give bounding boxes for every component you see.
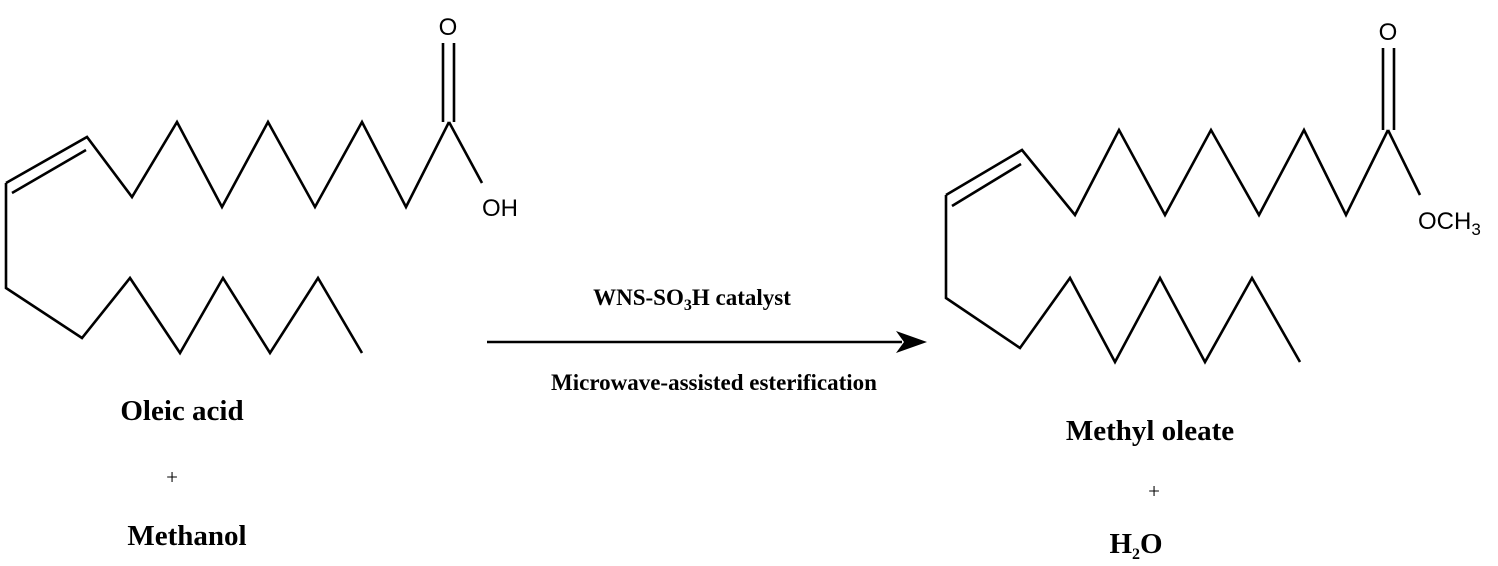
process-label: Microwave-assisted esterification	[551, 370, 877, 395]
oleic-acid-structure: O OH	[4, 14, 518, 356]
methyl-oleate-ester-bond	[1386, 129, 1422, 196]
oleic-acid-name: Oleic acid	[120, 395, 243, 427]
methyl-oleate-cis-double-bond	[951, 162, 1022, 208]
methanol-name: Methanol	[127, 520, 246, 552]
water-formula: H2O	[1109, 528, 1162, 563]
catalyst-label: WNS-SO3H catalyst	[593, 285, 791, 314]
methyl-oleate-carbonyl-oxygen: O	[1379, 19, 1398, 46]
product-plus-sign: +	[1148, 479, 1160, 503]
reactant-plus-sign: +	[166, 465, 178, 489]
reaction-arrow-head	[896, 331, 927, 353]
oleic-acid-hydroxyl-bond	[447, 121, 484, 184]
methyl-oleate-upper-chain	[945, 127, 1390, 218]
methyl-oleate-structure: O OCH3	[944, 19, 1481, 365]
methyl-oleate-methoxy-group: OCH3	[1418, 208, 1481, 239]
oleic-acid-carbonyl-oxygen: O	[439, 14, 458, 41]
methyl-oleate-lower-chain	[944, 195, 1302, 365]
oleic-acid-lower-chain	[4, 183, 364, 356]
oleic-acid-upper-chain	[5, 119, 451, 210]
methyl-oleate-name: Methyl oleate	[1066, 415, 1234, 447]
oleic-acid-hydroxyl: OH	[482, 195, 518, 222]
oleic-acid-cis-double-bond	[11, 148, 87, 195]
reaction-arrow	[487, 331, 927, 353]
